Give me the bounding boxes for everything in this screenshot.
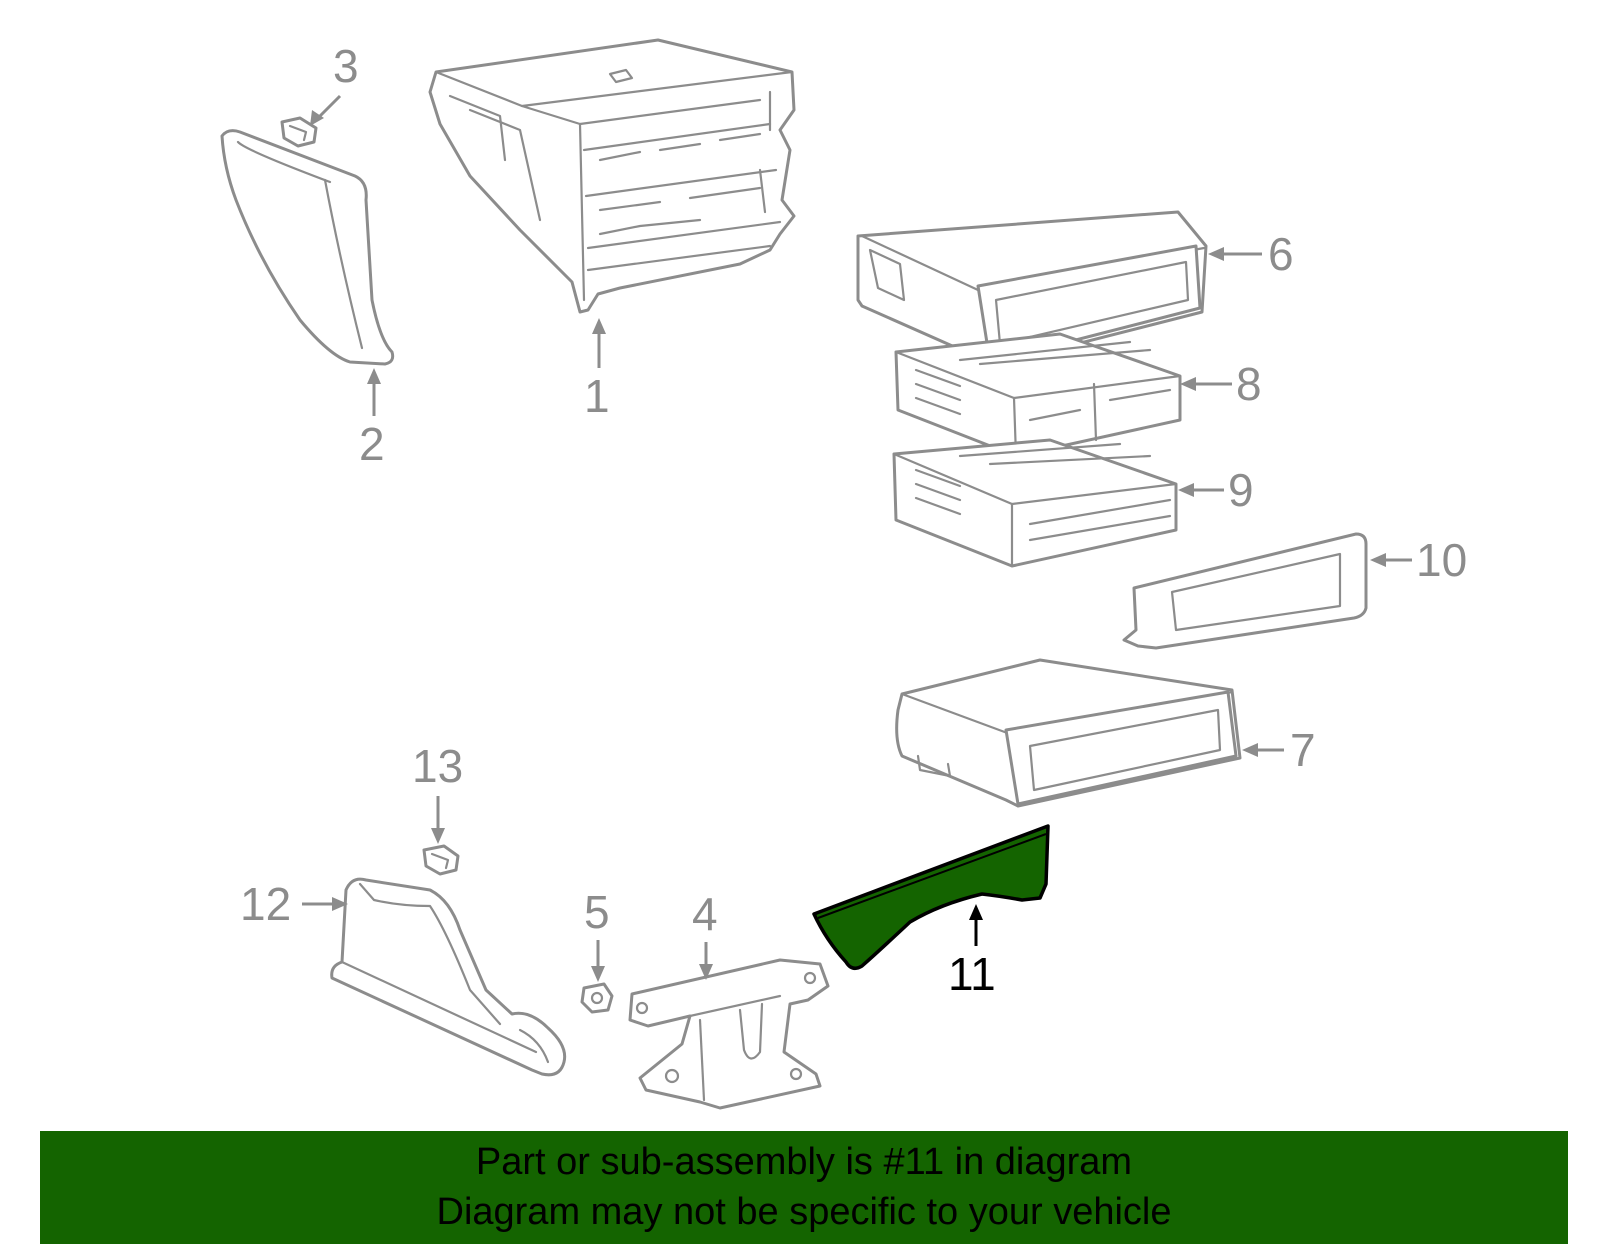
callout-13: 13: [412, 740, 463, 792]
callout-7: 7: [1290, 724, 1316, 776]
callout-11-highlighted: 11: [948, 948, 996, 1000]
part-1-console-frame[interactable]: [428, 38, 796, 314]
banner-line-2: Diagram may not be specific to your vehi…: [436, 1191, 1172, 1233]
part-2-side-panel[interactable]: [220, 129, 395, 366]
callout-8: 8: [1236, 358, 1262, 410]
part-10-bezel[interactable]: [1122, 532, 1368, 650]
part-5-nut[interactable]: [580, 982, 614, 1014]
part-7-storage-box[interactable]: [895, 658, 1242, 808]
part-13-clip[interactable]: [422, 844, 460, 876]
callout-1: 1: [584, 370, 610, 422]
callout-3: 3: [333, 40, 359, 92]
callout-9: 9: [1228, 464, 1254, 516]
callout-labels: 3 2 1 6 8 9 10 7 13 12 5 4 11: [240, 40, 1467, 1000]
part-11-highlighted-trim[interactable]: [812, 824, 1050, 970]
callout-2: 2: [359, 418, 385, 470]
callout-4: 4: [692, 888, 718, 940]
part-3-clip[interactable]: [280, 116, 318, 148]
callout-5: 5: [584, 886, 610, 938]
part-9-unit[interactable]: [892, 438, 1178, 568]
banner-line-1: Part or sub-assembly is #11 in diagram: [475, 1141, 1133, 1183]
callout-6: 6: [1268, 228, 1294, 280]
part-4-bracket[interactable]: [628, 958, 830, 1110]
part-12-lower-panel[interactable]: [330, 877, 567, 1077]
leader-lines: [302, 94, 1412, 982]
callout-10: 10: [1416, 534, 1467, 586]
part-8-unit[interactable]: [894, 332, 1182, 458]
info-banner: Part or sub-assembly is #11 in diagram D…: [40, 1131, 1568, 1244]
part-6-storage-box[interactable]: [856, 210, 1208, 368]
callout-12: 12: [240, 878, 291, 930]
